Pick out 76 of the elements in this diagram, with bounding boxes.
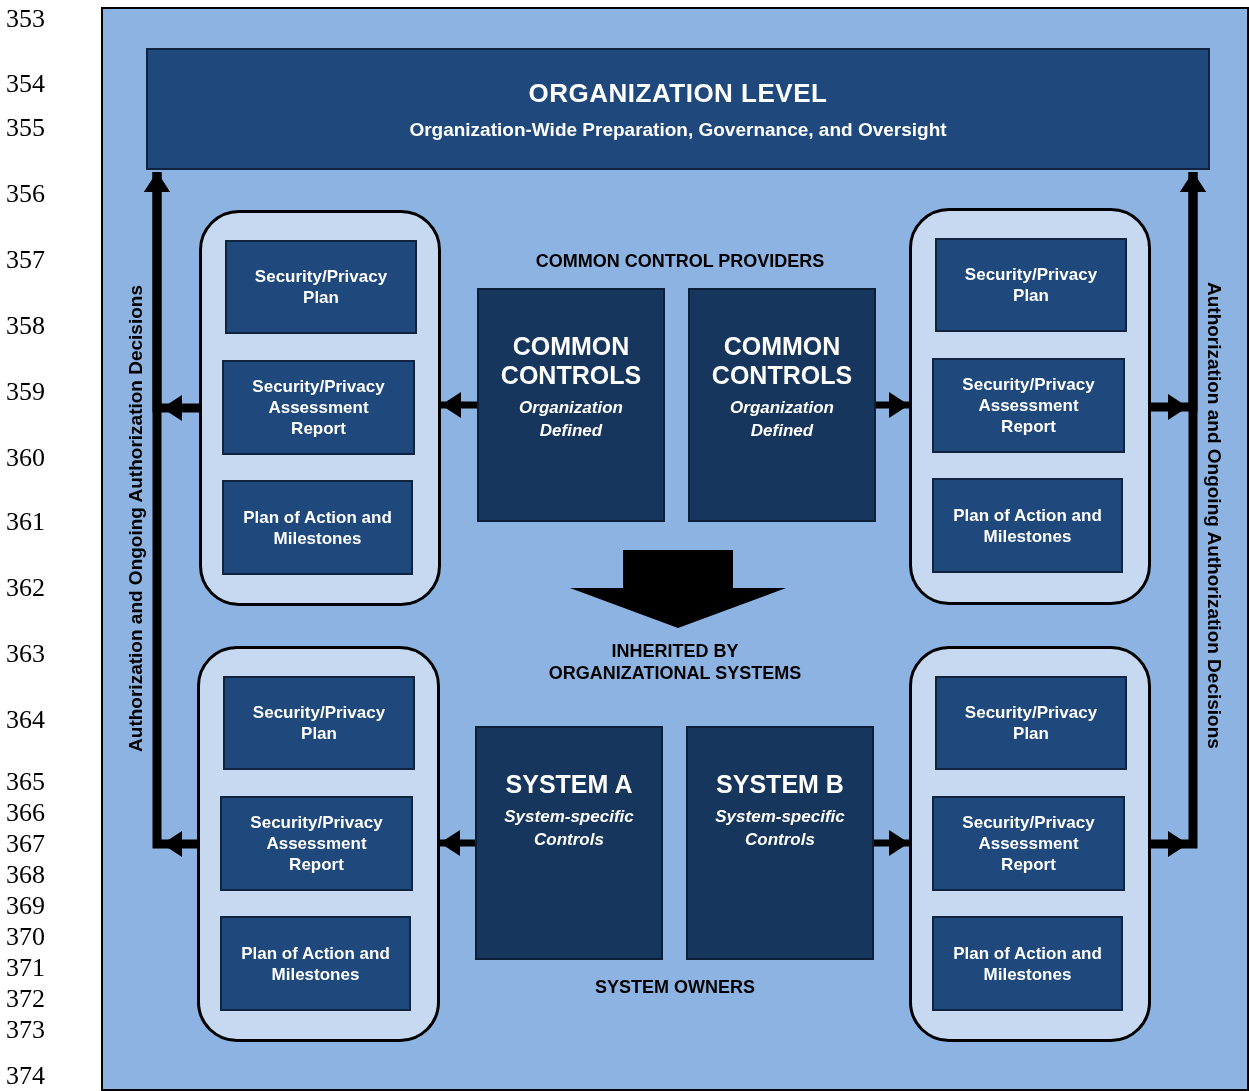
box-title: COMMON CONTROLS	[499, 332, 643, 390]
line-number: 365	[6, 767, 46, 797]
line-number: 354	[6, 69, 46, 99]
box-label: Security/Privacy Plan	[251, 702, 387, 744]
box-subtitle: Organization Defined	[729, 397, 835, 442]
document-box	[220, 916, 411, 1011]
box-subtitle: System-specific Controls	[714, 806, 846, 851]
line-number: 373	[6, 1015, 46, 1045]
box-label: Security/Privacy Plan	[963, 264, 1099, 306]
edge-label: Authorization and Ongoing Authorization Decisions	[1203, 282, 1225, 749]
document-box	[222, 360, 415, 455]
line-number: 374	[6, 1061, 46, 1091]
box-subtitle: System-specific Controls	[503, 806, 635, 851]
control-box	[477, 288, 665, 522]
line-number: 367	[6, 829, 46, 859]
box-label: Security/Privacy Plan	[963, 702, 1099, 744]
box-label: Plan of Action and Milestones	[240, 942, 391, 985]
section-heading: INHERITED BY ORGANIZATIONAL SYSTEMS	[547, 640, 803, 684]
arrow	[1151, 172, 1206, 857]
box-label: Security/Privacy Assessment Report	[961, 374, 1096, 437]
document-box	[220, 796, 413, 891]
line-number: 358	[6, 311, 46, 341]
level-banner	[146, 48, 1210, 170]
line-number: 357	[6, 245, 46, 275]
rounded-container	[909, 208, 1151, 605]
box-title: ORGANIZATION LEVEL	[528, 77, 828, 109]
document-box	[932, 478, 1123, 573]
box-label: Security/Privacy Plan	[253, 266, 389, 308]
box-title: SYSTEM A	[504, 770, 634, 799]
box-title: SYSTEM B	[715, 770, 845, 799]
control-box	[475, 726, 663, 960]
line-number: 355	[6, 113, 46, 143]
rounded-container	[197, 646, 440, 1042]
rounded-container	[909, 646, 1151, 1042]
document-box	[935, 238, 1127, 332]
line-number: 361	[6, 507, 46, 537]
line-number: 368	[6, 860, 46, 890]
arrow	[874, 830, 909, 856]
line-number: 371	[6, 953, 46, 983]
box-subtitle: Organization-Wide Preparation, Governance, and Oversight	[409, 118, 947, 141]
line-number: 363	[6, 639, 46, 669]
box-title: COMMON CONTROLS	[710, 332, 854, 390]
box-label: Security/Privacy Assessment Report	[249, 812, 384, 875]
document-box	[935, 676, 1127, 770]
document-box	[932, 916, 1123, 1011]
line-number: 359	[6, 377, 46, 407]
line-number: 369	[6, 891, 46, 921]
box-subtitle: Organization Defined	[518, 397, 624, 442]
document-box	[932, 796, 1125, 891]
section-heading: COMMON CONTROL PROVIDERS	[534, 250, 826, 272]
line-number: 360	[6, 443, 46, 473]
line-number: 370	[6, 922, 46, 952]
box-label: Security/Privacy Assessment Report	[961, 812, 1096, 875]
arrow	[144, 172, 197, 857]
line-number: 366	[6, 798, 46, 828]
control-box	[688, 288, 876, 522]
arrow	[876, 392, 909, 418]
box-label: Plan of Action and Milestones	[952, 504, 1103, 547]
document-box	[225, 240, 417, 334]
line-number: 372	[6, 984, 46, 1014]
document-box	[223, 676, 415, 770]
arrow	[440, 830, 475, 856]
document-box	[222, 480, 413, 575]
rounded-container	[199, 210, 441, 606]
arrow	[441, 392, 477, 418]
line-number: 364	[6, 705, 46, 735]
control-box	[686, 726, 874, 960]
section-heading: SYSTEM OWNERS	[594, 976, 756, 998]
edge-label: Authorization and Ongoing Authorization Decisions	[125, 285, 147, 752]
box-label: Plan of Action and Milestones	[952, 942, 1103, 985]
box-label: Security/Privacy Assessment Report	[251, 376, 386, 439]
document-box	[932, 358, 1125, 453]
line-number: 356	[6, 179, 46, 209]
box-label: Plan of Action and Milestones	[242, 506, 393, 549]
line-number: 362	[6, 573, 46, 603]
line-number: 353	[6, 4, 46, 34]
